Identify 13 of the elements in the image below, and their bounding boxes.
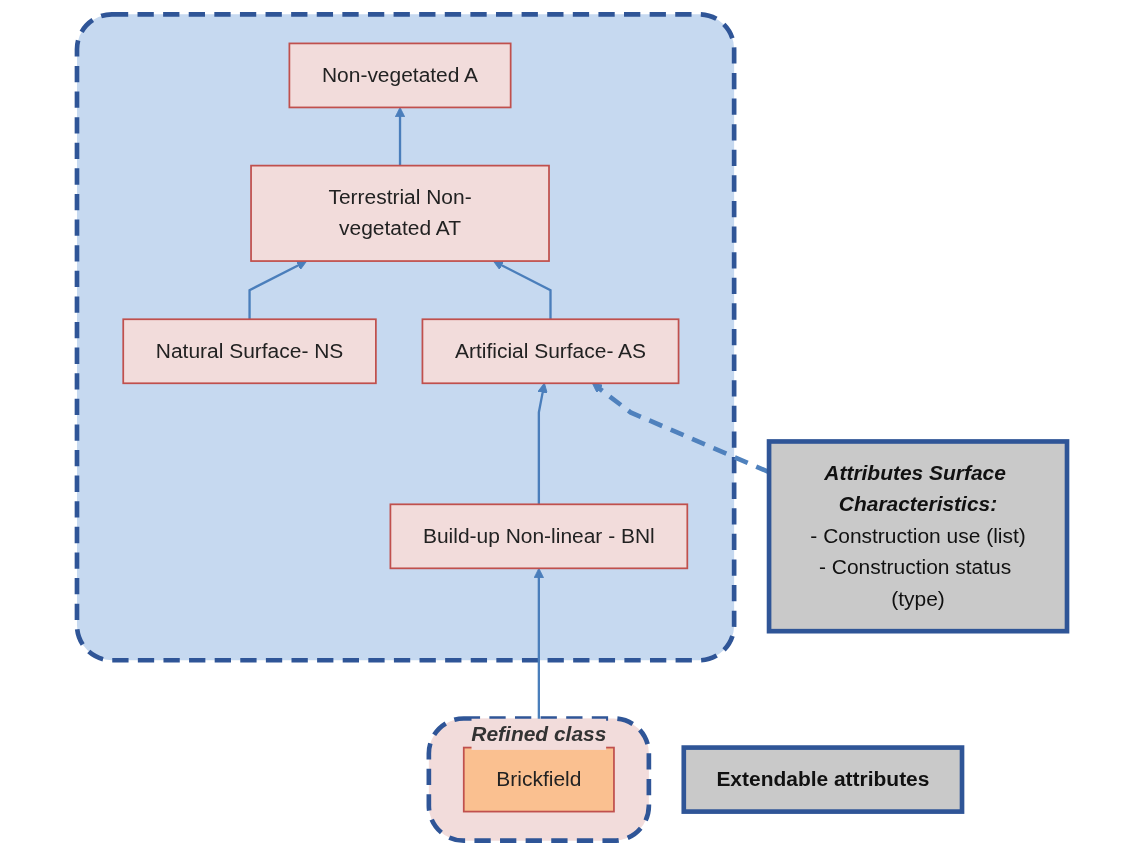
node-box: Non-vegetated A	[288, 42, 512, 109]
node-box: Extendable attributes	[681, 745, 965, 814]
arrow	[394, 106, 406, 166]
cluster	[74, 12, 737, 663]
arrow	[493, 260, 552, 320]
node-box: Artificial Surface- AS	[421, 318, 680, 385]
node-box: Attributes Surface Characteristics: - Construction use (list) - Construction status (type)	[766, 439, 1070, 634]
arrow	[248, 260, 307, 320]
node-box: Terrestrial Non-vegetated AT	[250, 164, 550, 262]
node-box: Build-up Non-linear - BNl	[389, 503, 689, 570]
node-box: Brickfield	[462, 746, 615, 813]
arrow	[537, 382, 548, 505]
node-box: Natural Surface- NS	[122, 318, 377, 385]
